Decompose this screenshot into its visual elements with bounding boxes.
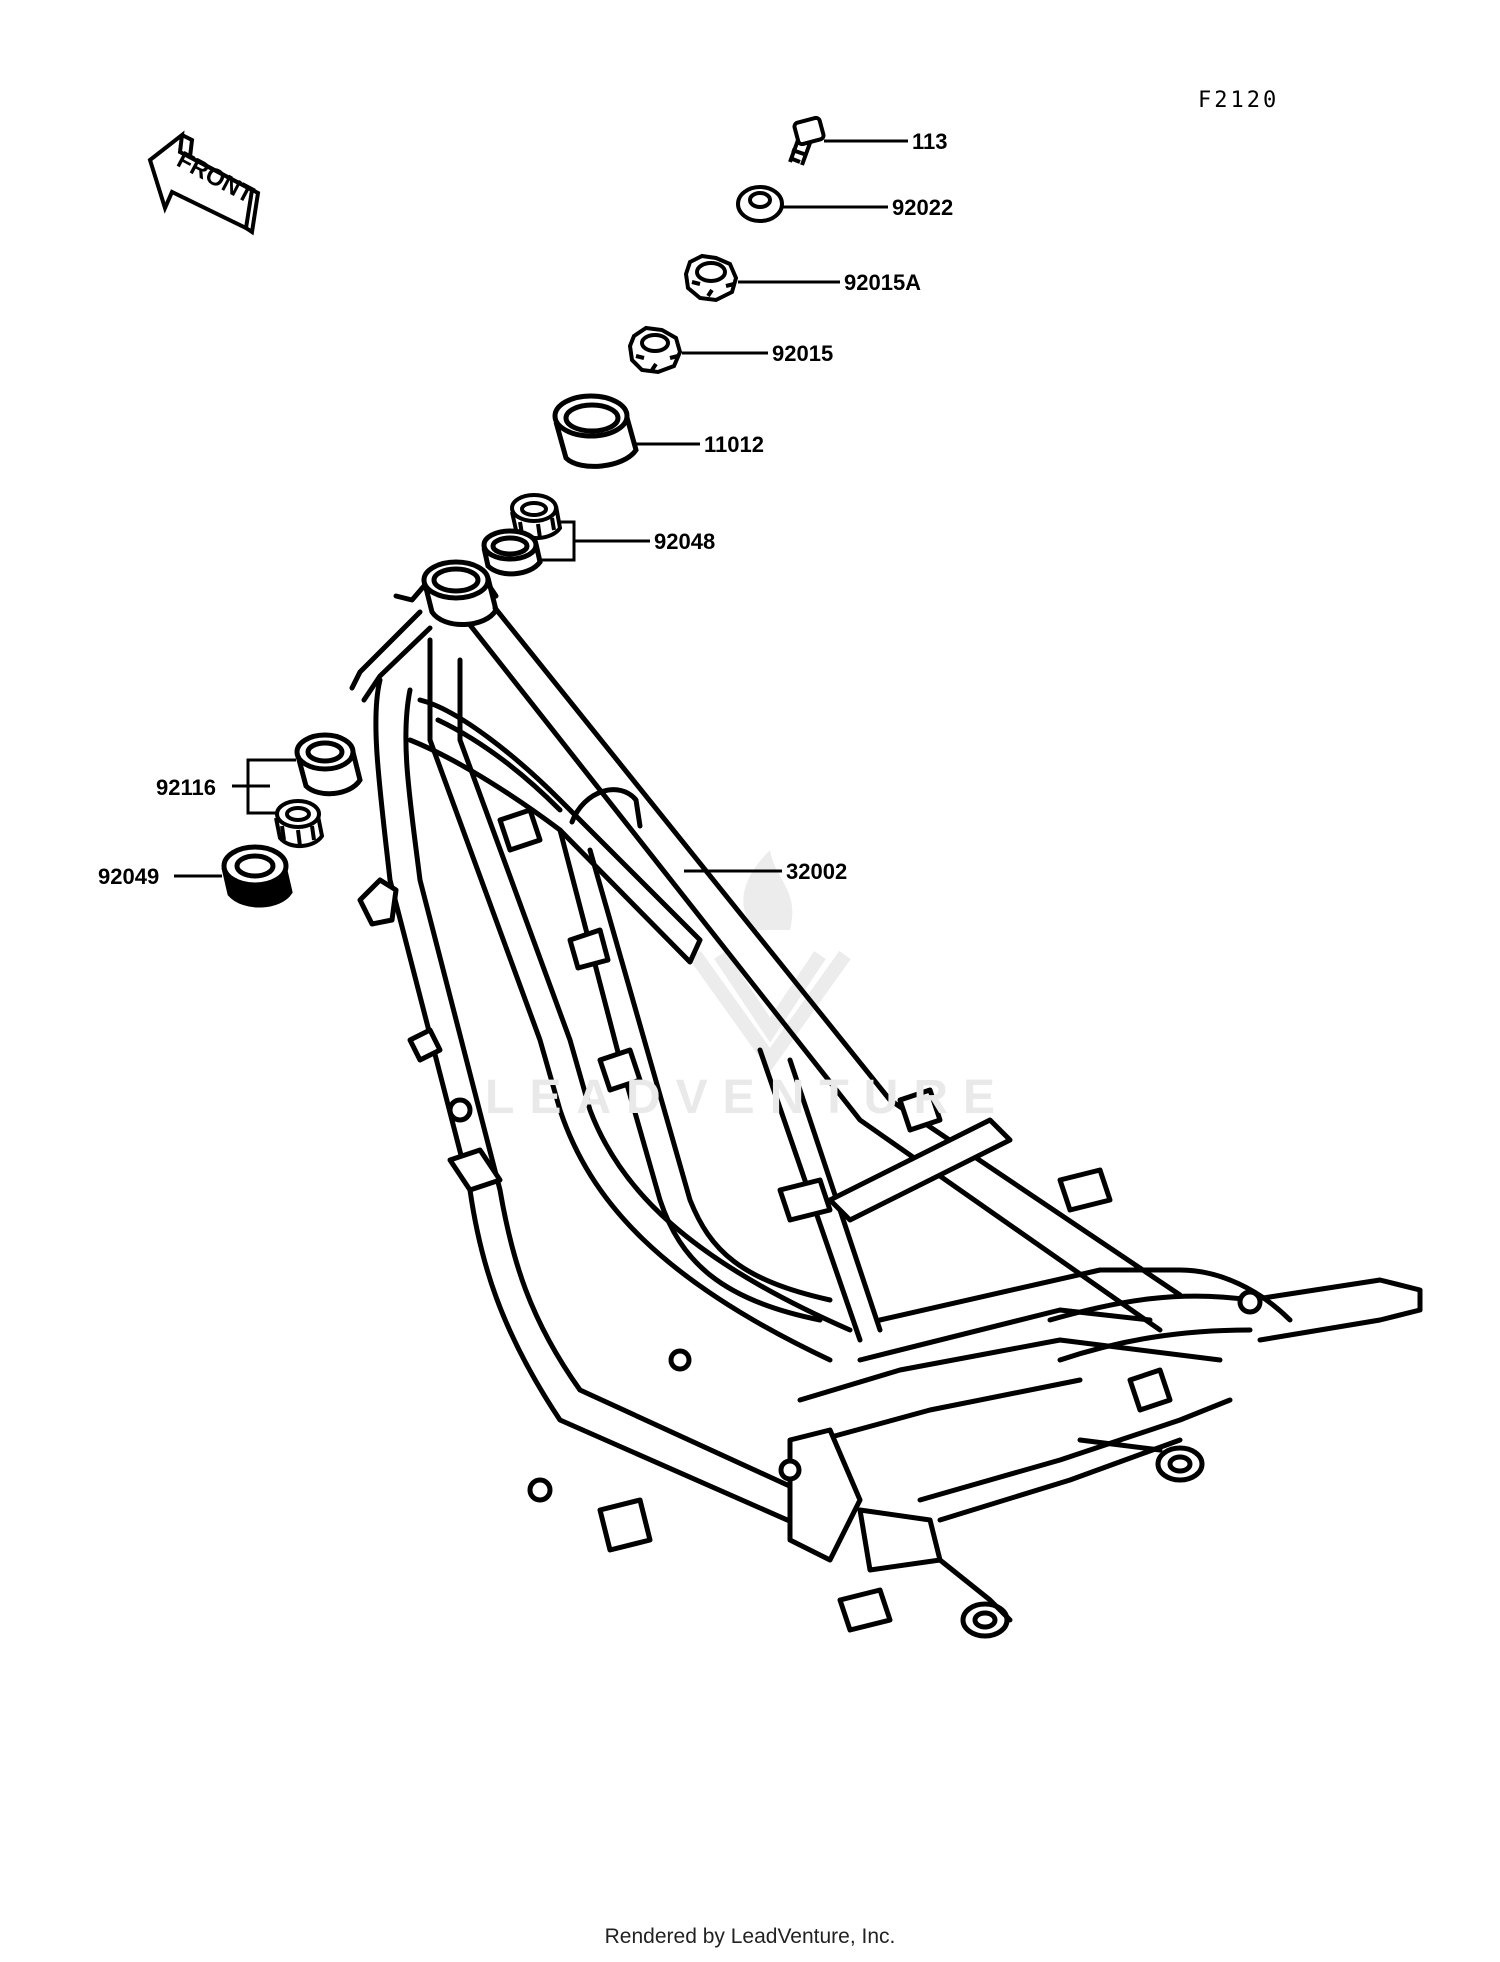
part-label-32002[interactable]: 32002 [786,859,848,884]
front-arrow-icon [147,130,261,236]
part-label-92048[interactable]: 92048 [654,529,716,554]
part-label-92022[interactable]: 92022 [892,195,954,220]
part-92116-bearing [274,799,325,848]
part-113-bolt [788,115,826,166]
part-label-11012[interactable]: 11012 [704,432,764,457]
part-92116-race [294,732,363,797]
leader-lines [174,139,908,878]
part-label-113[interactable]: 113 [912,129,948,154]
part-label-92015A[interactable]: 92015A [844,270,922,295]
part-92015A-nut [683,253,739,303]
part-92022-washer [736,185,784,223]
part-92015-nut [627,325,683,375]
part-label-92049[interactable]: 92049 [98,864,160,889]
part-label-92116[interactable]: 92116 [156,775,216,800]
diagram-code: F2120 [1198,88,1280,113]
part-32002-frame [349,559,1423,1639]
watermark-text: LEADVENTURE [485,1071,1011,1124]
part-label-92015[interactable]: 92015 [772,341,834,366]
footer-credit: Rendered by LeadVenture, Inc. [604,1925,896,1948]
part-11012-cap [552,393,639,469]
part-92048-race-lower [481,528,543,577]
part-92049-seal [221,844,293,908]
